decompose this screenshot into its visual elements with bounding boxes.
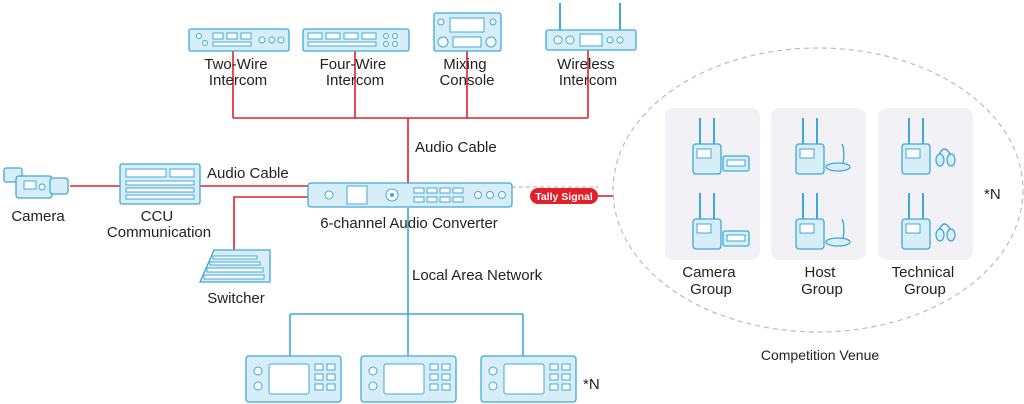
switcher-label: Switcher — [207, 290, 265, 307]
camera-group-box — [665, 108, 760, 260]
camera-group-beltpack-bottom-icon — [692, 193, 750, 250]
camera-group-beltpack-top-icon — [692, 118, 750, 175]
venue-multiplier: *N — [984, 186, 1001, 203]
ccu-icon — [119, 163, 201, 205]
control-panel-3-icon — [480, 355, 577, 403]
four-wire-intercom-icon — [302, 28, 410, 52]
tally-signal-badge: Tally Signal — [530, 188, 598, 204]
converter-label: 6-channel Audio Converter — [320, 215, 498, 232]
two-wire-intercom-icon — [188, 28, 290, 52]
host-group-beltpack-top-icon — [795, 118, 851, 175]
host-group-label: Host Group — [801, 264, 843, 298]
competition-venue-outline — [612, 47, 1024, 333]
control-panel-1-icon — [245, 355, 342, 403]
lan-label: Local Area Network — [412, 267, 543, 284]
wireless-intercom-label: Wireless Intercom — [557, 56, 619, 89]
mixing-console-icon — [433, 12, 502, 52]
ccu-label: CCU Communication — [107, 208, 211, 241]
audio-cable-top-label: Audio Cable — [415, 139, 497, 156]
two-wire-label: Two-Wire Intercom — [204, 56, 272, 89]
switcher-icon — [199, 249, 271, 283]
host-group-beltpack-bottom-icon — [795, 193, 851, 250]
technical-group-beltpack-bottom-icon — [901, 193, 956, 250]
lan-wires — [289, 208, 524, 356]
wireless-intercom-icon — [545, 3, 637, 51]
mixing-console-label: Mixing Console — [439, 56, 494, 89]
panels-multiplier: *N — [583, 376, 600, 393]
four-wire-label: Four-Wire Intercom — [320, 56, 391, 89]
audio-cable-wires — [70, 50, 614, 250]
audio-cable-left-label: Audio Cable — [207, 165, 289, 182]
camera-group-label: Camera Group — [682, 264, 740, 298]
technical-group-label: Technical Group — [892, 264, 959, 298]
camera-label: Camera — [11, 208, 65, 225]
control-panel-2-icon — [360, 355, 457, 403]
competition-venue-label: Competition Venue — [761, 347, 880, 363]
camera-icon — [3, 167, 69, 199]
technical-group-beltpack-top-icon — [901, 118, 956, 175]
audio-converter-icon — [307, 182, 513, 208]
tally-signal-label: Tally Signal — [535, 191, 593, 203]
